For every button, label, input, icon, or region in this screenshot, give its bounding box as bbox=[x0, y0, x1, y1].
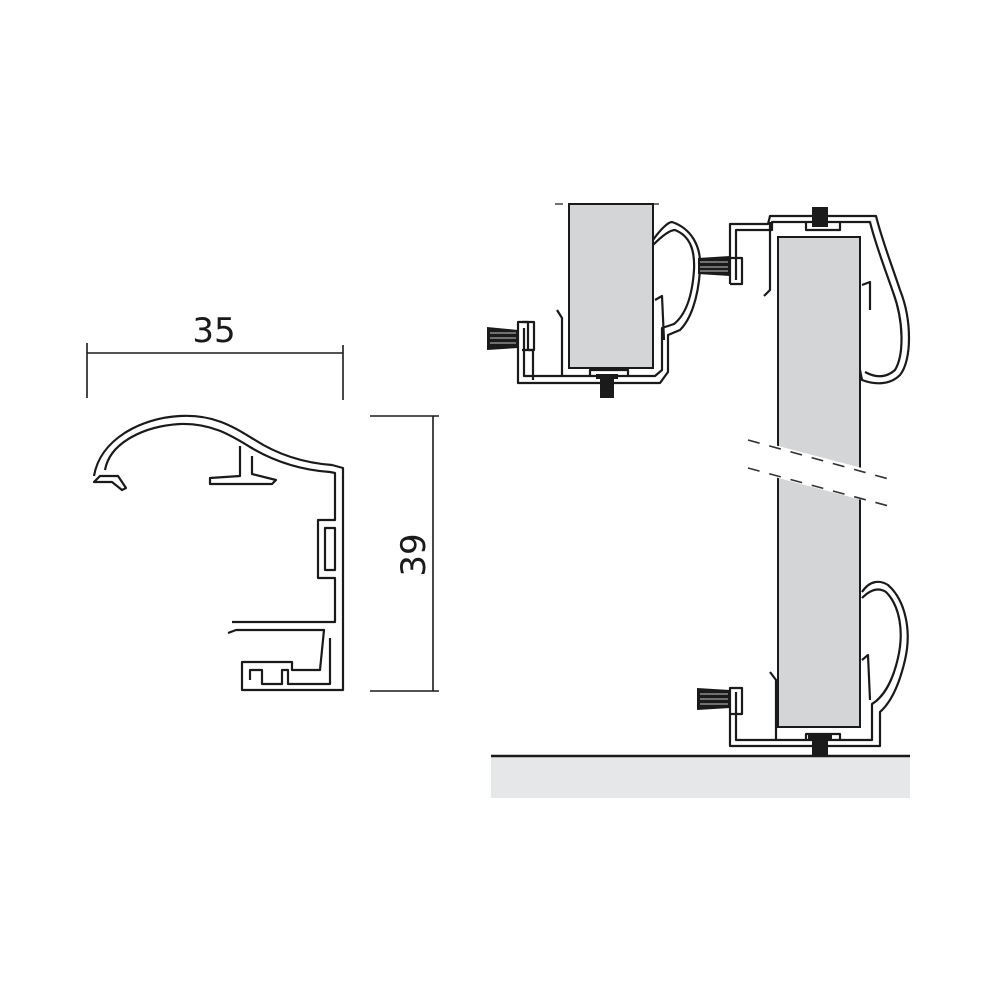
top-frame-profile bbox=[728, 214, 911, 385]
profile-section: 35 39 bbox=[86, 311, 439, 692]
width-dimension bbox=[86, 343, 344, 400]
upper-panel bbox=[568, 203, 654, 369]
width-dimension-label: 35 bbox=[192, 311, 235, 351]
floor bbox=[491, 754, 910, 798]
main-panel-assembly bbox=[697, 207, 911, 756]
panel-break-gap bbox=[740, 436, 900, 510]
brush-seal-top bbox=[812, 207, 828, 227]
height-dimension-label: 39 bbox=[394, 533, 434, 576]
panel-break-lines bbox=[747, 439, 897, 509]
brush-seal-upper-left bbox=[487, 327, 518, 350]
profile-outline bbox=[92, 414, 345, 692]
upper-frame-profile bbox=[516, 220, 702, 385]
brush-seal-upper-bottom bbox=[596, 374, 618, 398]
brush-seal-bottom-left bbox=[697, 688, 730, 710]
bottom-frame-profile bbox=[728, 580, 909, 748]
height-dimension bbox=[370, 415, 439, 692]
upper-panel-assembly bbox=[487, 203, 730, 398]
brush-seal-upper-right bbox=[698, 256, 730, 276]
brush-seal-bottom bbox=[808, 734, 832, 756]
